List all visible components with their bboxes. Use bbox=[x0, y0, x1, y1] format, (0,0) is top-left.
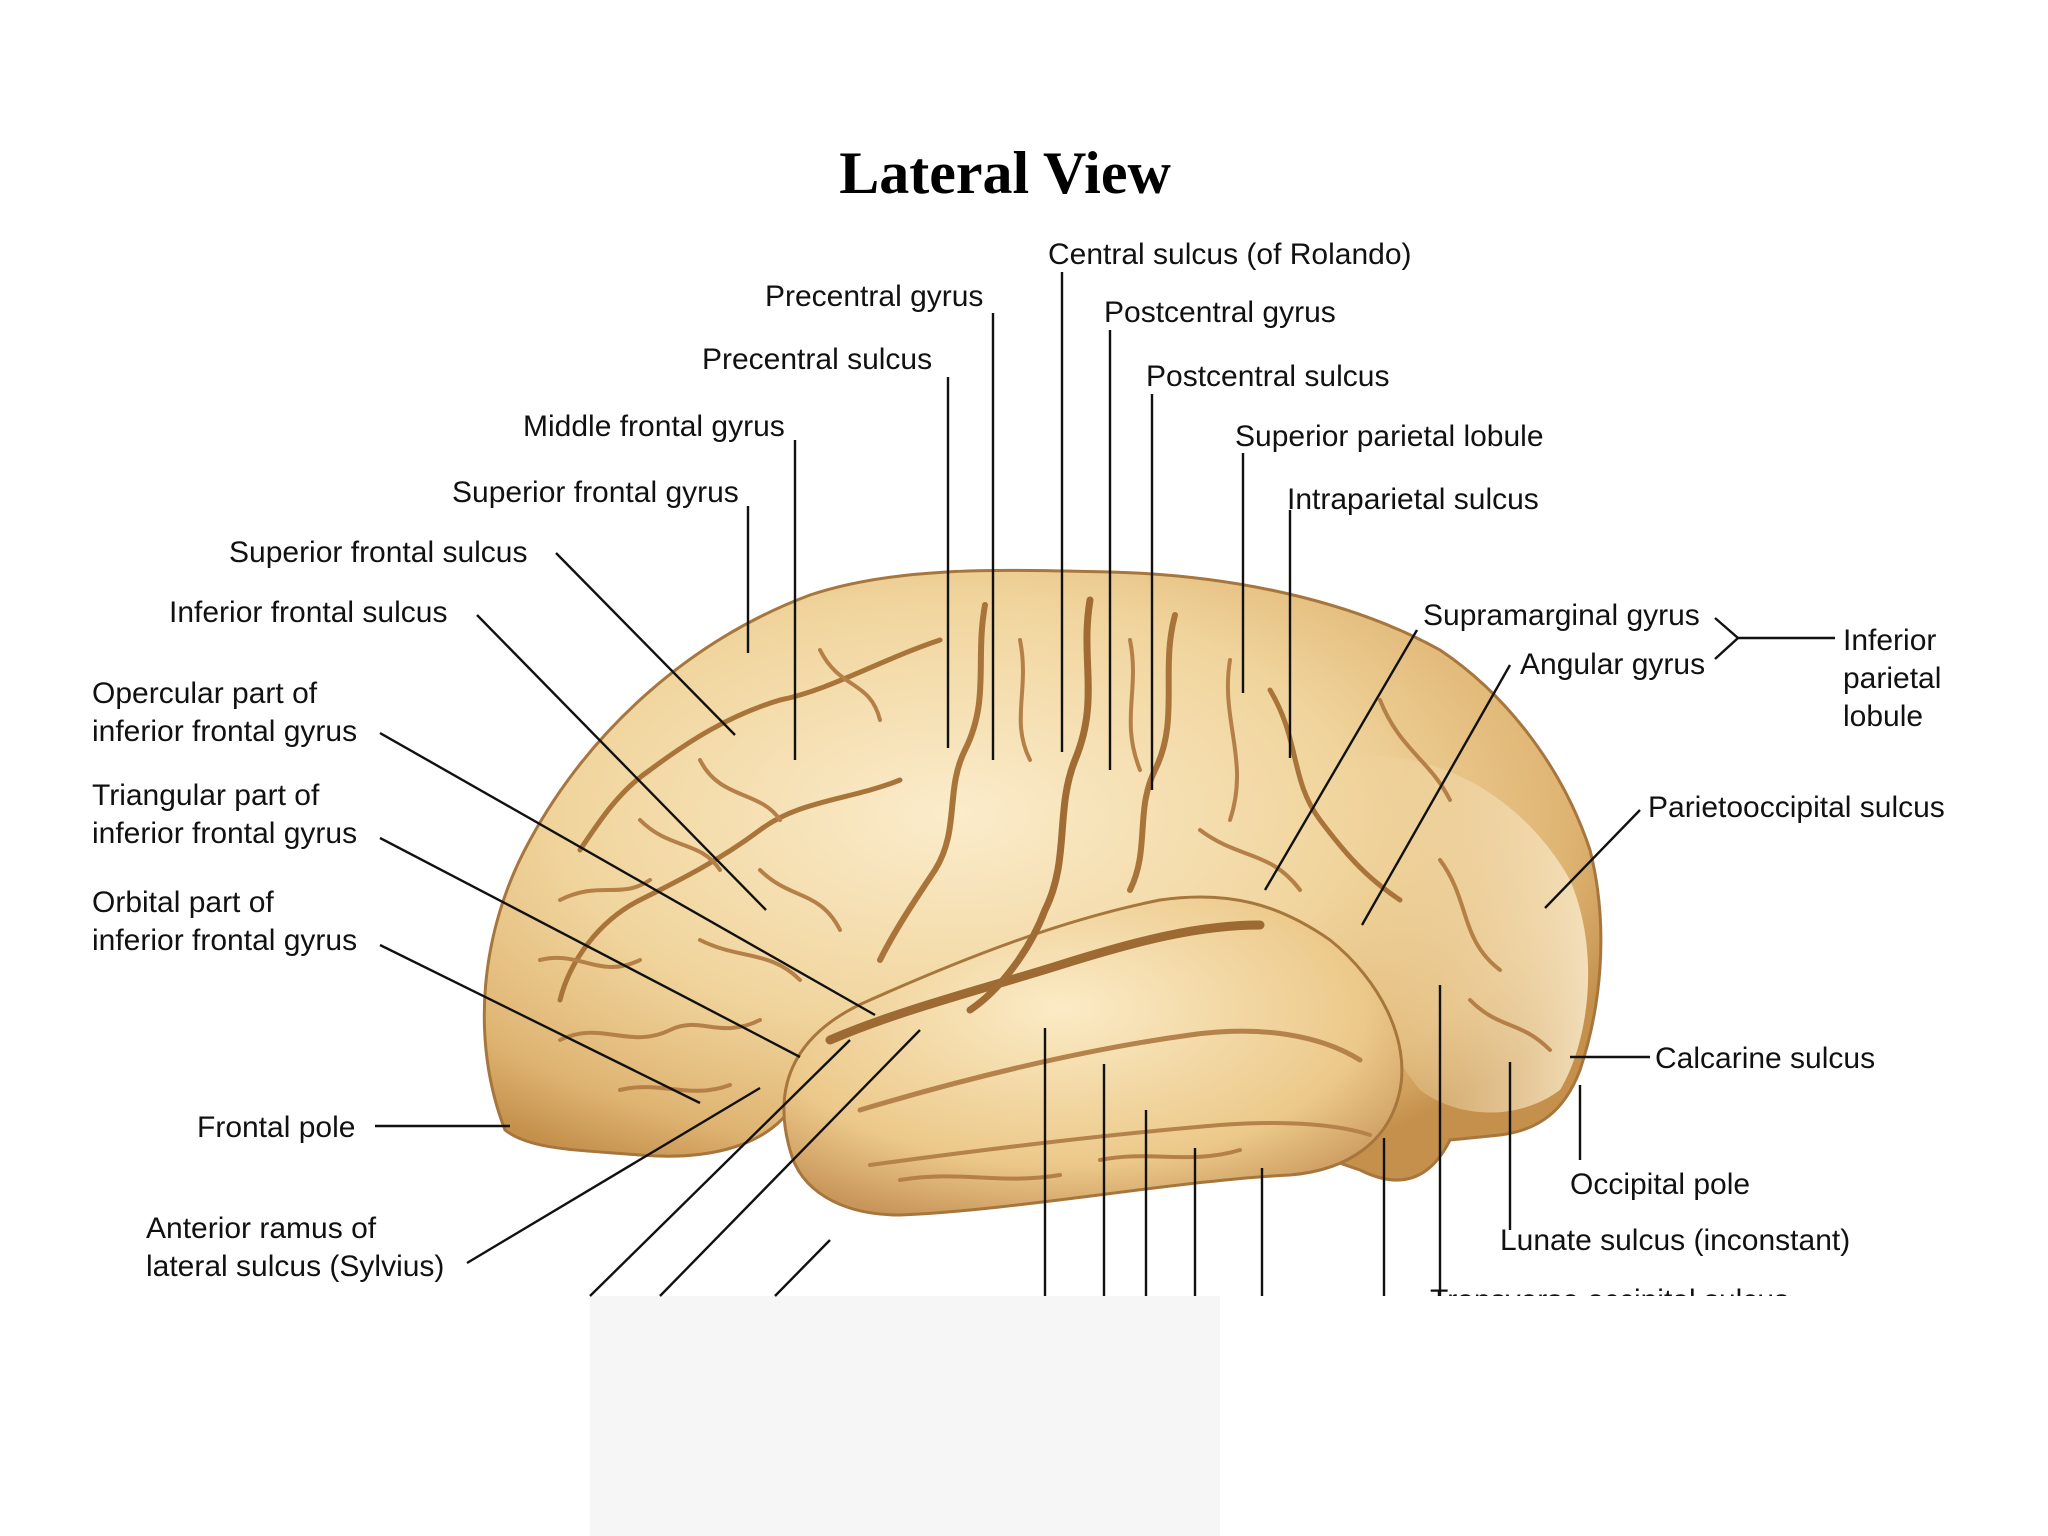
brain-illustration bbox=[482, 568, 1603, 1217]
label-precentral-sulcus: Precentral sulcus bbox=[702, 343, 932, 376]
label-supramarginal-gyrus: Supramarginal gyrus bbox=[1423, 599, 1700, 632]
diagram-title: Lateral View bbox=[839, 140, 1171, 206]
label-opercular-part-line1: Opercular part of bbox=[92, 677, 318, 710]
label-anterior-ramus-line1: Anterior ramus of bbox=[146, 1212, 377, 1245]
lower-fade-band bbox=[590, 1296, 1220, 1536]
label-cut-off: Transverse occipital sulcus bbox=[1430, 1284, 1789, 1317]
label-triangular-part-line2: inferior frontal gyrus bbox=[92, 817, 357, 850]
label-superior-frontal-sulcus: Superior frontal sulcus bbox=[229, 536, 527, 569]
label-parietooccipital-sulcus: Parietooccipital sulcus bbox=[1648, 791, 1945, 824]
label-inferior-parietal-lobule-line3: lobule bbox=[1843, 700, 1923, 733]
label-occipital-pole: Occipital pole bbox=[1570, 1168, 1750, 1201]
label-inferior-frontal-sulcus: Inferior frontal sulcus bbox=[169, 596, 447, 629]
label-triangular-part-line1: Triangular part of bbox=[92, 779, 320, 812]
label-precentral-gyrus: Precentral gyrus bbox=[765, 280, 983, 313]
leader-lines bbox=[375, 272, 1835, 1297]
label-intraparietal-sulcus: Intraparietal sulcus bbox=[1287, 483, 1539, 516]
label-superior-frontal-gyrus: Superior frontal gyrus bbox=[452, 476, 739, 509]
label-orbital-part-line2: inferior frontal gyrus bbox=[92, 924, 357, 957]
label-frontal-pole: Frontal pole bbox=[197, 1111, 355, 1144]
label-opercular-part-line2: inferior frontal gyrus bbox=[92, 715, 357, 748]
label-calcarine-sulcus: Calcarine sulcus bbox=[1655, 1042, 1875, 1075]
label-inferior-parietal-lobule-line2: parietal bbox=[1843, 662, 1941, 695]
label-angular-gyrus: Angular gyrus bbox=[1520, 648, 1705, 681]
label-orbital-part-line1: Orbital part of bbox=[92, 886, 274, 919]
labels: Central sulcus (of Rolando) Precentral g… bbox=[92, 238, 1945, 1283]
label-lunate-sulcus: Lunate sulcus (inconstant) bbox=[1500, 1224, 1850, 1257]
label-inferior-parietal-lobule-line1: Inferior bbox=[1843, 624, 1936, 657]
label-anterior-ramus-line2: lateral sulcus (Sylvius) bbox=[146, 1250, 444, 1283]
gyri-folds bbox=[538, 638, 1552, 1182]
label-middle-frontal-gyrus: Middle frontal gyrus bbox=[523, 410, 785, 443]
label-superior-parietal-lobule: Superior parietal lobule bbox=[1235, 420, 1544, 453]
label-postcentral-gyrus: Postcentral gyrus bbox=[1104, 296, 1336, 329]
label-postcentral-sulcus: Postcentral sulcus bbox=[1146, 360, 1389, 393]
label-central-sulcus: Central sulcus (of Rolando) bbox=[1048, 238, 1412, 271]
